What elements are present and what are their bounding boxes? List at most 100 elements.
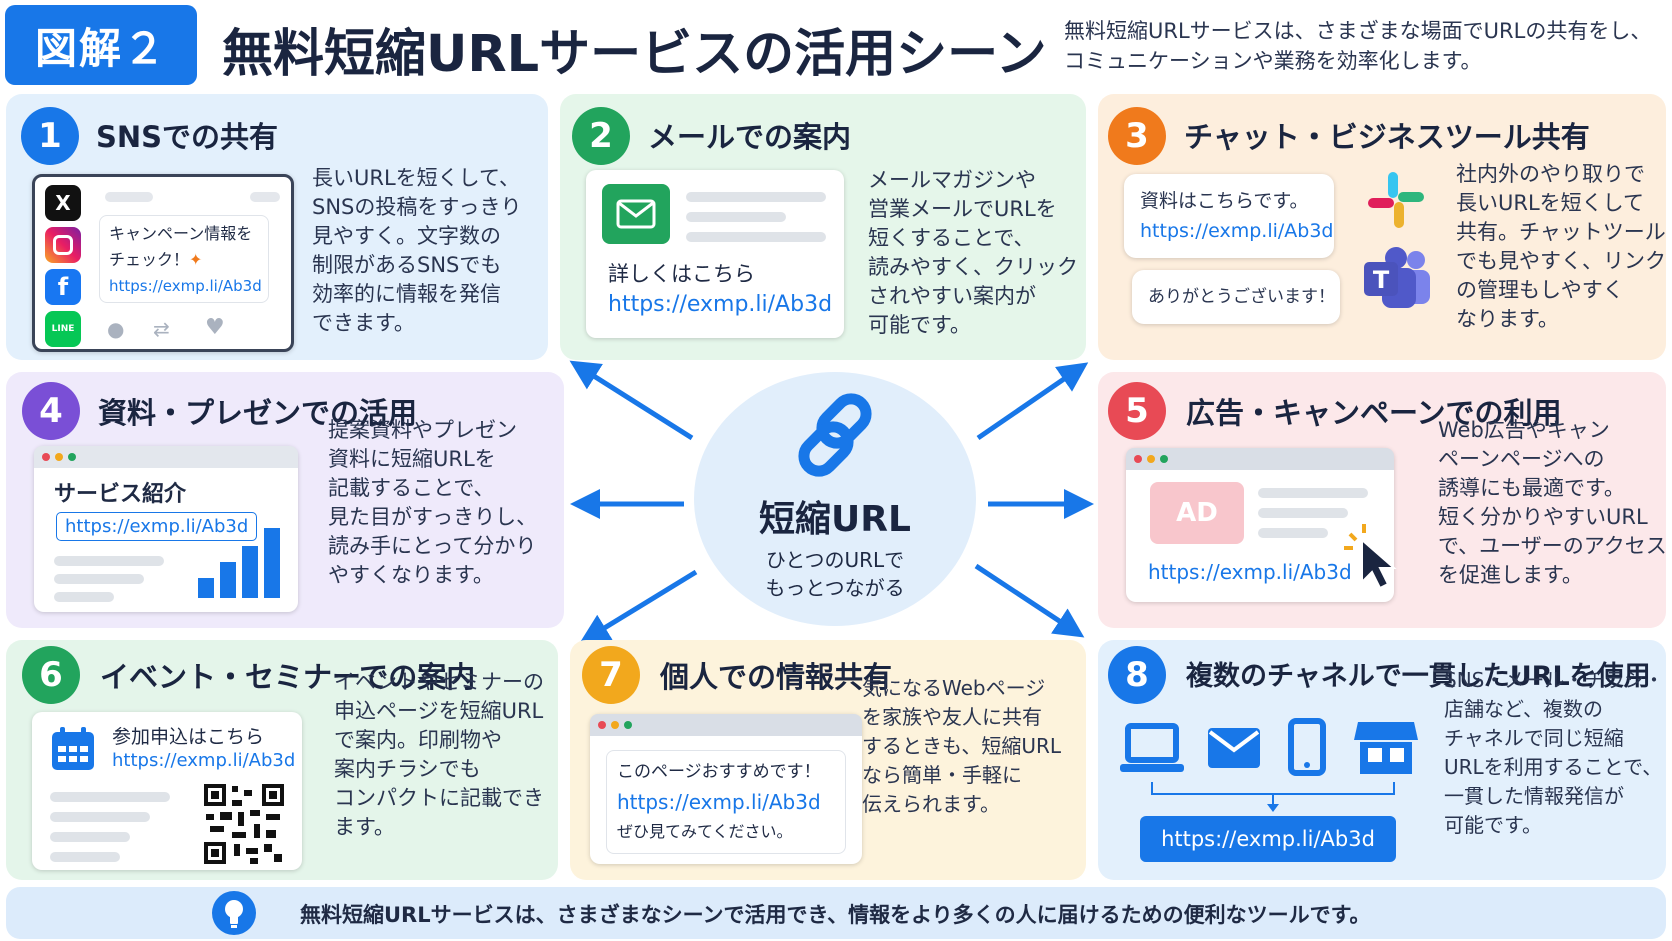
description-line: 店舗など、複数の xyxy=(1444,697,1603,721)
description-line: するときも、短縮URL xyxy=(862,734,1062,758)
description-line: でも見やすく、リンク xyxy=(1456,249,1666,273)
card-number: 3 xyxy=(1108,107,1166,165)
calendar-icon xyxy=(48,724,98,774)
card-number: 2 xyxy=(572,107,630,165)
center-subtitle-line2: もっとつながる xyxy=(765,576,905,600)
card-number: 1 xyxy=(21,107,79,165)
description-line: なら簡単・手軽に xyxy=(862,763,1022,787)
description-line: 社内外のやり取りで xyxy=(1456,162,1645,186)
card-title: 広告・キャンペーンでの利用 xyxy=(1186,396,1562,430)
card-description: 社内外のやり取りで長いURLを短くして共有。チャットツールでも見やすく、リンクの… xyxy=(1456,160,1666,334)
lightbulb-icon xyxy=(212,891,256,935)
event-flyer-mock: 参加申込はこちら https://exmp.li/Ab3d xyxy=(32,712,302,870)
svg-text:T: T xyxy=(1373,266,1390,294)
card-title: イベント・セミナーでの案内 xyxy=(100,660,476,694)
slide-url[interactable]: https://exmp.li/Ab3d xyxy=(56,512,258,541)
description-line: 共有。チャットツール xyxy=(1456,220,1666,244)
unified-url-button[interactable]: https://exmp.li/Ab3d xyxy=(1140,816,1396,862)
share-message-box: このページおすすめです！ https://exmp.li/Ab3d ぜひ見てみて… xyxy=(606,750,846,854)
card-title: SNSでの共有 xyxy=(96,120,279,154)
ad-browser-mock: AD https://exmp.li/Ab3d xyxy=(1126,448,1394,602)
envelope-icon xyxy=(602,184,670,244)
card-number: 5 xyxy=(1108,382,1166,440)
header-description: 無料短縮URLサービスは、さまざまな場面でURLの共有をし、コミュニケーションや… xyxy=(1064,19,1652,73)
description-line: で案内。印刷物や xyxy=(334,728,502,752)
chat-bubble-reply: ありがとうございます！ xyxy=(1132,270,1340,324)
event-url[interactable]: https://exmp.li/Ab3d xyxy=(112,750,296,771)
card-presentation: 4 資料・プレゼンでの活用 サービス紹介 https://exmp.li/Ab3… xyxy=(6,372,564,628)
store-icon xyxy=(1354,718,1418,776)
description-line: 見た目がすっきりし、 xyxy=(328,505,538,529)
retweet-icon: ⇄ xyxy=(153,317,170,341)
description-line: 誘導にも最適です。 xyxy=(1438,476,1625,500)
description-line: 可能です。 xyxy=(1444,813,1542,837)
event-cta-text: 参加申込はこちら xyxy=(112,726,265,748)
sns-phone-mock: X f LINE キャンペーン情報を チェック！✦ https://exmp.l… xyxy=(32,174,294,352)
description-line: 短く分かりやすいURL xyxy=(1438,505,1648,529)
description-line: 資料に短縮URLを xyxy=(328,447,496,471)
instagram-logo-icon xyxy=(45,227,81,263)
arrow-to-card-3 xyxy=(976,362,1089,441)
card-email: 2 メールでの案内 詳しくはこちら https://exmp.li/Ab3d メ… xyxy=(560,94,1086,360)
description-line: ペーンページへの xyxy=(1438,447,1605,471)
description-line: で、ユーザーのアクセス xyxy=(1438,534,1667,558)
description-line: 読みやすく、クリック xyxy=(868,255,1078,279)
description-line: チャネルで同じ短縮 xyxy=(1444,726,1624,750)
description-line: 気になるWebページ xyxy=(862,676,1046,700)
slide-title: サービス紹介 xyxy=(54,482,187,507)
chat-bubble-sent: 資料はこちらです。 https://exmp.li/Ab3d xyxy=(1124,174,1334,258)
slack-logo-icon xyxy=(1364,168,1428,232)
email-url[interactable]: https://exmp.li/Ab3d xyxy=(608,292,833,317)
description-line: 長いURLを短くして、 xyxy=(312,166,520,190)
page-title: 無料短縮URLサービスの活用シーン xyxy=(222,25,1047,84)
description-line: 短くすることで、 xyxy=(868,226,1035,250)
card-description: 提案資料やプレゼン資料に短縮URLを記載することで、見た目がすっきりし、読み手に… xyxy=(328,416,537,590)
ad-url[interactable]: https://exmp.li/Ab3d xyxy=(1148,560,1352,584)
email-cta-text: 詳しくはこちら xyxy=(608,262,755,286)
post-box: キャンペーン情報を チェック！✦ https://exmp.li/Ab3d xyxy=(99,215,269,303)
post-url[interactable]: https://exmp.li/Ab3d xyxy=(109,277,262,295)
slide-mock: サービス紹介 https://exmp.li/Ab3d xyxy=(34,446,298,612)
qr-code-icon xyxy=(202,782,286,866)
mail-icon xyxy=(1206,726,1262,770)
description-line: 制限があるSNSでも xyxy=(312,253,502,277)
figure-badge: 図解２ xyxy=(5,5,197,85)
description-line: 長いURLを短くして xyxy=(1456,191,1645,215)
link-chain-icon xyxy=(785,390,885,480)
smartphone-icon xyxy=(1288,718,1326,776)
description-line: SNS・メール・チラシ・ xyxy=(1444,668,1664,692)
browser-share-mock: このページおすすめです！ https://exmp.li/Ab3d ぜひ見てみて… xyxy=(590,714,862,864)
center-title: 短縮URL xyxy=(759,499,911,540)
description-line: を促進します。 xyxy=(1438,563,1583,587)
card-number: 7 xyxy=(582,646,640,704)
card-multichannel: 8 複数のチャネルで一貫したURLを使用 https://exmp.li/Ab3… xyxy=(1098,640,1666,880)
card-number: 4 xyxy=(22,382,80,440)
card-personal: 7 個人での情報共有 このページおすすめです！ https://exmp.li/… xyxy=(570,640,1086,880)
teams-logo-icon: T xyxy=(1360,246,1434,310)
cursor-click-icon xyxy=(1336,520,1406,590)
description-line: 読み手にとって分かり xyxy=(328,534,537,558)
footer-banner: 無料短縮URLサービスは、さまざまなシーンで活用でき、情報をより多くの人に届ける… xyxy=(6,887,1666,939)
description-line: 伝えられます。 xyxy=(862,792,1000,816)
share-message-line2: ぜひ見てみてください。 xyxy=(617,822,793,841)
party-popper-icon: ✦ xyxy=(189,250,203,269)
heart-icon: ♥ xyxy=(205,315,225,340)
description-line: 案内チラシでも xyxy=(334,757,481,781)
card-title: 資料・プレゼンでの活用 xyxy=(98,396,418,430)
share-url[interactable]: https://exmp.li/Ab3d xyxy=(617,790,821,814)
share-message-line1: このページおすすめです！ xyxy=(617,762,821,782)
card-description: 長いURLを短くして、SNSの投稿をすっきり見やすく。文字数の制限があるSNSで… xyxy=(312,164,522,338)
card-sns: 1 SNSでの共有 X f LINE キャンペーン情報を チェック！✦ http… xyxy=(6,94,548,360)
description-line: 一貫した情報発信が xyxy=(1444,784,1624,808)
card-number: 6 xyxy=(22,646,80,704)
description-line: できます。 xyxy=(312,311,415,335)
footer-text: 無料短縮URLサービスは、さまざまなシーンで活用でき、情報をより多くの人に届ける… xyxy=(300,903,1371,927)
card-title: チャット・ビジネスツール共有 xyxy=(1184,120,1590,154)
laptop-icon xyxy=(1120,722,1184,774)
arrow-to-card-8 xyxy=(974,563,1085,638)
card-chat: 3 チャット・ビジネスツール共有 資料はこちらです。 https://exmp.… xyxy=(1098,94,1666,360)
description-line: イベントやセミナーの xyxy=(334,670,544,694)
